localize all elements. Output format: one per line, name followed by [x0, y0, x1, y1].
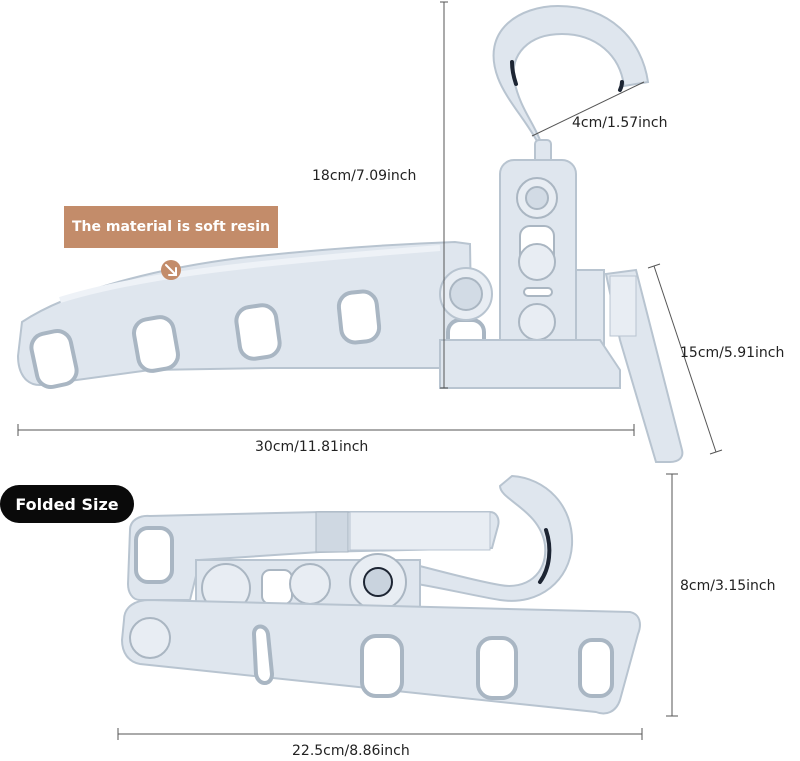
unfolded-hook: [492, 4, 650, 179]
dimension-total-height: 18cm/7.09inch: [312, 168, 417, 184]
unfolded-hanger: [16, 4, 684, 463]
folded-hole: [578, 638, 614, 698]
folded-hook: [390, 474, 574, 602]
arm-hole: [234, 303, 282, 361]
arm-hole: [336, 289, 382, 345]
arm-hole: [29, 329, 79, 389]
material-badge: The material is soft resin: [64, 206, 278, 248]
dimension-total-length: 30cm/11.81inch: [255, 439, 369, 455]
dimension-foot-height: 15cm/5.91inch: [680, 345, 785, 361]
arrow-down-right-icon: [161, 260, 181, 280]
dimension-lines: [17, 1, 723, 740]
folded-hole: [476, 636, 518, 700]
dimension-folded-height: 8cm/3.15inch: [680, 578, 776, 594]
dimension-hook-width: 4cm/1.57inch: [572, 115, 668, 131]
arm-hole: [132, 315, 180, 373]
dimension-folded-length: 22.5cm/8.86inch: [292, 743, 410, 759]
folded-size-badge: Folded Size: [0, 485, 134, 523]
folded-hole: [360, 634, 404, 698]
folded-hanger: [120, 474, 641, 715]
